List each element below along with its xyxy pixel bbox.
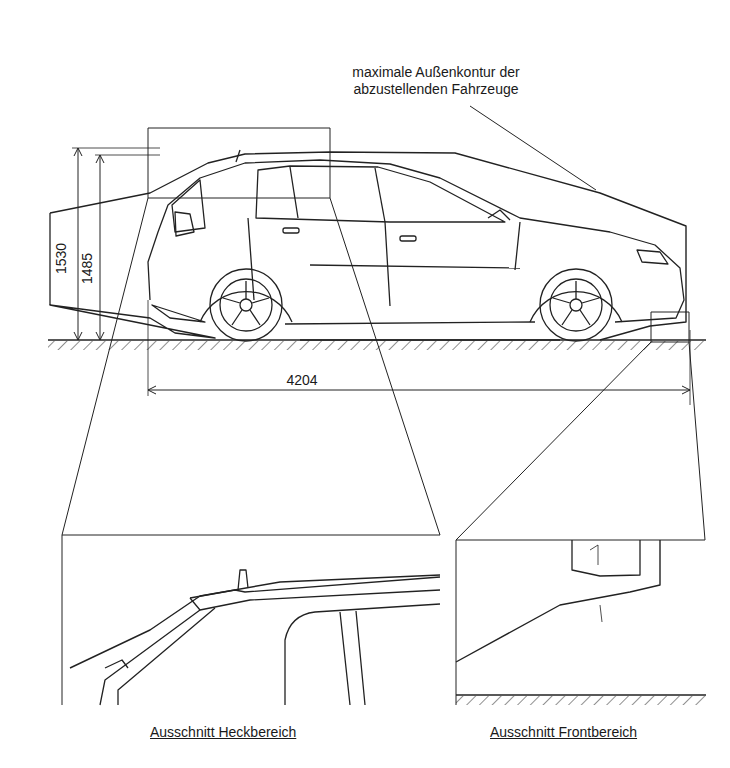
detail-ground-hatch xyxy=(456,696,706,705)
dimension-arrows xyxy=(96,155,104,340)
mirror xyxy=(488,210,510,220)
extension-line xyxy=(148,300,149,396)
leader-line xyxy=(470,106,596,190)
dimension-line xyxy=(100,155,101,340)
door-handle xyxy=(283,228,299,233)
detail-side-window xyxy=(285,604,440,705)
wheel xyxy=(210,269,282,341)
rim xyxy=(220,279,272,331)
detail-rear-window xyxy=(118,608,215,705)
detail-frame-rear xyxy=(148,128,330,198)
max-contour xyxy=(50,152,686,340)
detail-roof xyxy=(190,577,440,598)
dimension-arrows xyxy=(74,148,82,340)
rim xyxy=(550,279,602,331)
detail-leader xyxy=(456,342,651,540)
extension-line xyxy=(690,330,691,405)
extension-line xyxy=(95,155,160,156)
dimension-arrows xyxy=(148,386,690,394)
detail-tick xyxy=(600,605,602,622)
antenna xyxy=(236,150,240,162)
car-body xyxy=(148,160,684,324)
door-handle xyxy=(400,236,416,241)
c-pillar xyxy=(290,167,298,218)
door-lines xyxy=(248,218,520,306)
detail-wiper xyxy=(105,660,128,668)
detail-contour xyxy=(70,575,440,668)
rear-window xyxy=(172,180,205,232)
dimension-value: 4204 xyxy=(284,372,319,389)
tail-light xyxy=(175,212,194,236)
detail-leader xyxy=(689,342,705,540)
detail-antenna xyxy=(238,570,248,590)
hub xyxy=(570,299,582,311)
dimension-value: 1530 xyxy=(54,242,71,273)
headlight xyxy=(637,250,668,264)
detail-pillar xyxy=(340,611,365,705)
spokes xyxy=(553,281,599,325)
detail-ground xyxy=(456,694,706,696)
side-windows xyxy=(256,166,505,222)
side-trim xyxy=(310,265,520,268)
detail-frame-front xyxy=(651,312,689,342)
callout-note: maximale Außenkontur der abzustellenden … xyxy=(326,64,546,98)
spokes xyxy=(223,281,269,325)
detail-rear-window xyxy=(100,610,200,705)
detail-leader xyxy=(330,198,440,535)
detail-bumper xyxy=(572,540,640,576)
detail-contour xyxy=(456,540,660,662)
detail-caption: Ausschnitt Frontbereich xyxy=(490,724,637,741)
detail-leader xyxy=(62,198,148,535)
b-pillar xyxy=(375,168,385,222)
dimension-line xyxy=(148,390,690,391)
dimension-value: 1485 xyxy=(80,252,97,283)
contour-rear xyxy=(49,213,50,305)
extension-line xyxy=(72,148,160,149)
detail-bumper-line xyxy=(590,545,598,565)
dimension-line xyxy=(78,148,79,340)
detail-box xyxy=(456,540,705,705)
detail-box xyxy=(62,535,440,705)
hub xyxy=(240,299,252,311)
detail-caption: Ausschnitt Heckbereich xyxy=(150,724,296,741)
wheel xyxy=(540,269,612,341)
